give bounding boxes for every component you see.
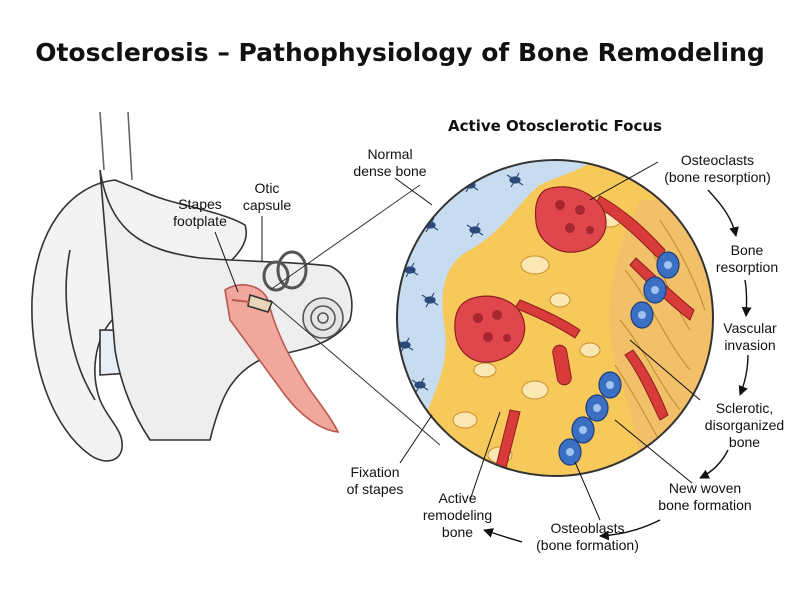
vessel bbox=[624, 349, 669, 421]
vessel bbox=[594, 195, 666, 261]
page-title: Otosclerosis – Pathophysiology of Bone R… bbox=[35, 38, 765, 67]
osteocyte bbox=[411, 377, 429, 393]
focus-title: Active Otosclerotic Focus bbox=[448, 117, 662, 135]
osteocyte bbox=[466, 222, 484, 238]
cycle-arrows bbox=[483, 189, 752, 543]
osteocyte bbox=[506, 172, 524, 188]
normal-bone-region bbox=[397, 160, 600, 460]
osteoclast bbox=[534, 186, 607, 253]
arrow-sclerotic-to-woven bbox=[699, 449, 729, 479]
focus-circle-border bbox=[396, 159, 714, 477]
label-osteoblasts: Osteoblasts(bone formation) bbox=[536, 520, 639, 553]
leader-lines bbox=[214, 161, 701, 521]
arrow-vascular-to-sclerotic bbox=[738, 354, 749, 396]
label-osteoclasts: Osteoclasts(bone resorption) bbox=[664, 152, 771, 185]
focus-circle-content bbox=[397, 160, 713, 476]
arrow-osteoblasts-to-remodeling bbox=[483, 528, 523, 543]
semicircular-canal-1 bbox=[276, 250, 308, 290]
vessel bbox=[552, 344, 572, 386]
osteoclast bbox=[454, 295, 526, 363]
vessel bbox=[514, 299, 581, 339]
auricle bbox=[31, 179, 247, 462]
cochlea bbox=[302, 297, 344, 339]
temporal-bone bbox=[99, 169, 353, 441]
arrow-woven-to-osteoblasts bbox=[599, 519, 661, 541]
arrow-osteoclasts-to-resorption bbox=[707, 189, 739, 237]
arrow-resorption-to-vascular bbox=[741, 279, 752, 317]
semicircular-canal-2 bbox=[262, 260, 290, 292]
zoom-lines bbox=[269, 184, 441, 446]
osteocyte bbox=[421, 292, 439, 308]
ear-anatomy bbox=[31, 111, 353, 462]
